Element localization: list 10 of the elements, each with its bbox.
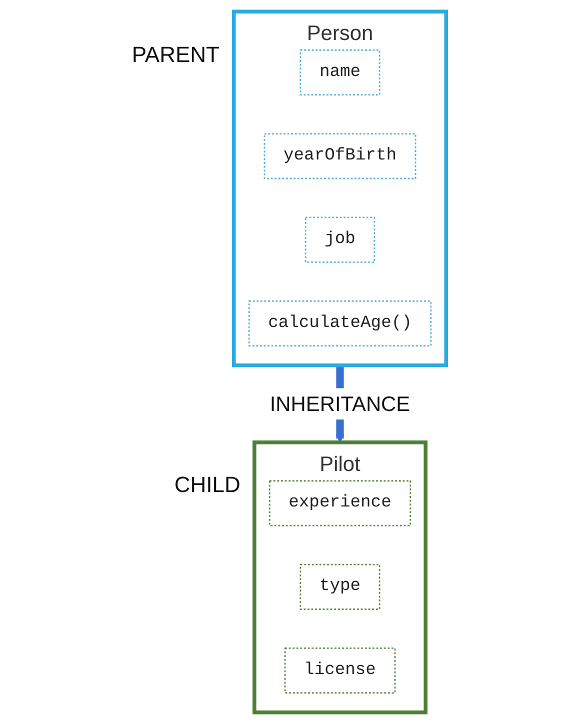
- role-label: PARENT: [132, 42, 220, 68]
- node-box: type: [300, 564, 380, 610]
- role-label: CHILD: [174, 472, 240, 498]
- node-box: name: [300, 49, 380, 96]
- node-box: yearOfBirth: [264, 133, 416, 180]
- node-box: license: [284, 648, 396, 694]
- node-box: job: [304, 216, 376, 263]
- edge-label: INHERITANCE: [270, 392, 410, 416]
- node-box: experience: [268, 480, 412, 526]
- node-box: calculateAge(): [248, 300, 432, 347]
